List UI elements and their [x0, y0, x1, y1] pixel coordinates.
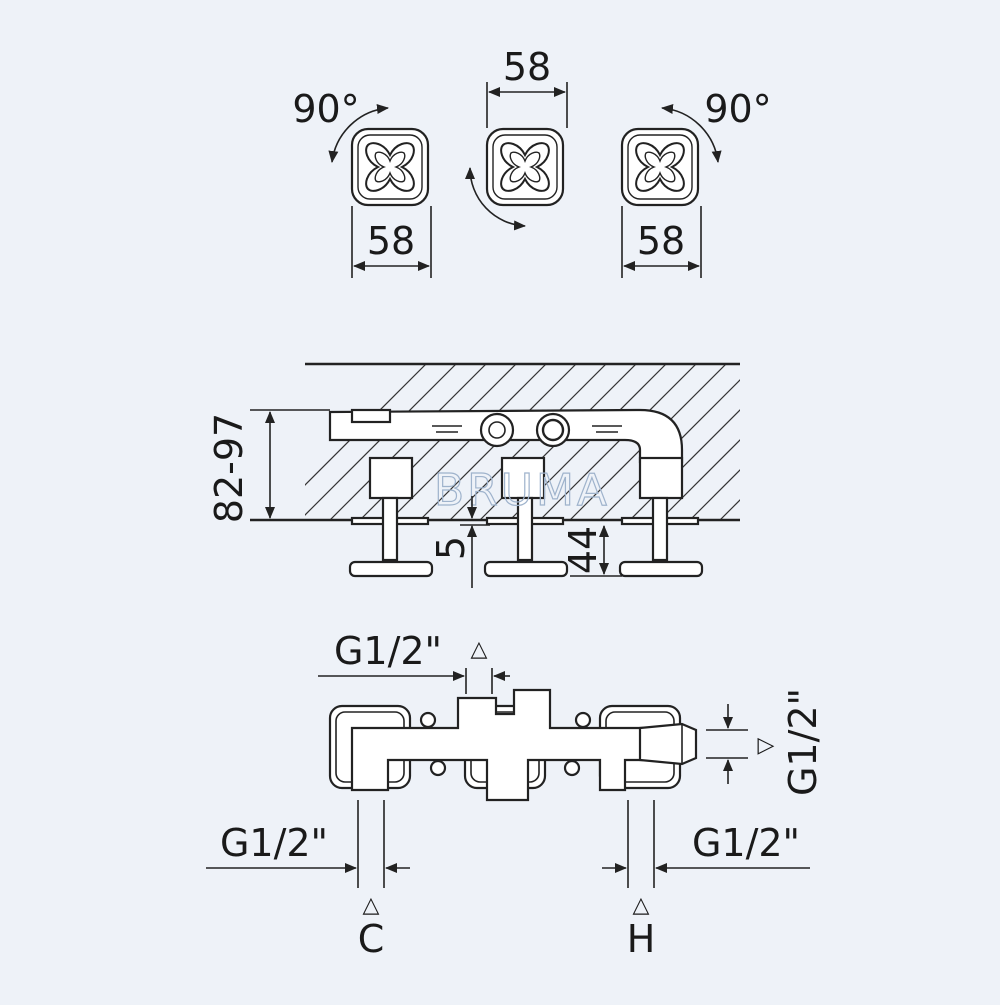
- inlet-port-right: [535, 412, 571, 448]
- valve-body-bottom: [350, 688, 644, 802]
- rotation-label-right: 90°: [704, 87, 771, 131]
- watermark: BRUMA: [434, 465, 610, 516]
- rotation-label-left: 90°: [292, 87, 359, 131]
- right-width-label: 58: [637, 219, 685, 263]
- rotation-arrow-left: [328, 104, 389, 163]
- right-cartridge: [638, 456, 684, 500]
- cold-thread-label: G1/2": [220, 821, 328, 865]
- bottom-view: G1/2" △ ▷ G1/2" G1/2" △ C G1/2" △ H: [206, 629, 825, 961]
- top-inlet-symbol: △: [471, 637, 488, 662]
- center-cartridge: [500, 456, 546, 500]
- center-knob: [485, 127, 565, 207]
- depth-label: 82-97: [207, 413, 251, 523]
- right-outlet-thread-label: G1/2": [781, 688, 825, 796]
- gap-label: 5: [429, 536, 473, 560]
- outlet-nozzle: [638, 722, 698, 766]
- cold-symbol: △: [363, 893, 380, 918]
- right-outlet-symbol: ▷: [758, 733, 775, 758]
- right-handle: [618, 496, 704, 578]
- top-view: 90° 90° 58 58 58: [292, 45, 772, 278]
- inlet-port-left: [479, 412, 515, 448]
- center-width-label: 58: [503, 45, 551, 89]
- top-inlet-thread-label: G1/2": [334, 629, 442, 673]
- cold-label: C: [358, 917, 385, 961]
- left-width-label: 58: [367, 219, 415, 263]
- hot-label: H: [627, 917, 656, 961]
- left-handle: [348, 496, 434, 578]
- left-cartridge: [368, 456, 414, 500]
- wall-hatching: [305, 364, 740, 520]
- hot-symbol: △: [633, 893, 650, 918]
- spout-connector: [350, 408, 392, 424]
- right-knob: [620, 127, 700, 207]
- side-view: BRUMA 82-97 5 44: [207, 362, 740, 588]
- hot-thread-label: G1/2": [692, 821, 800, 865]
- rotation-arrow-center: [464, 167, 526, 231]
- handle-height-label: 44: [561, 526, 605, 574]
- left-knob: [350, 127, 430, 207]
- rotation-arrow-right: [661, 104, 722, 163]
- center-handle: [483, 496, 569, 578]
